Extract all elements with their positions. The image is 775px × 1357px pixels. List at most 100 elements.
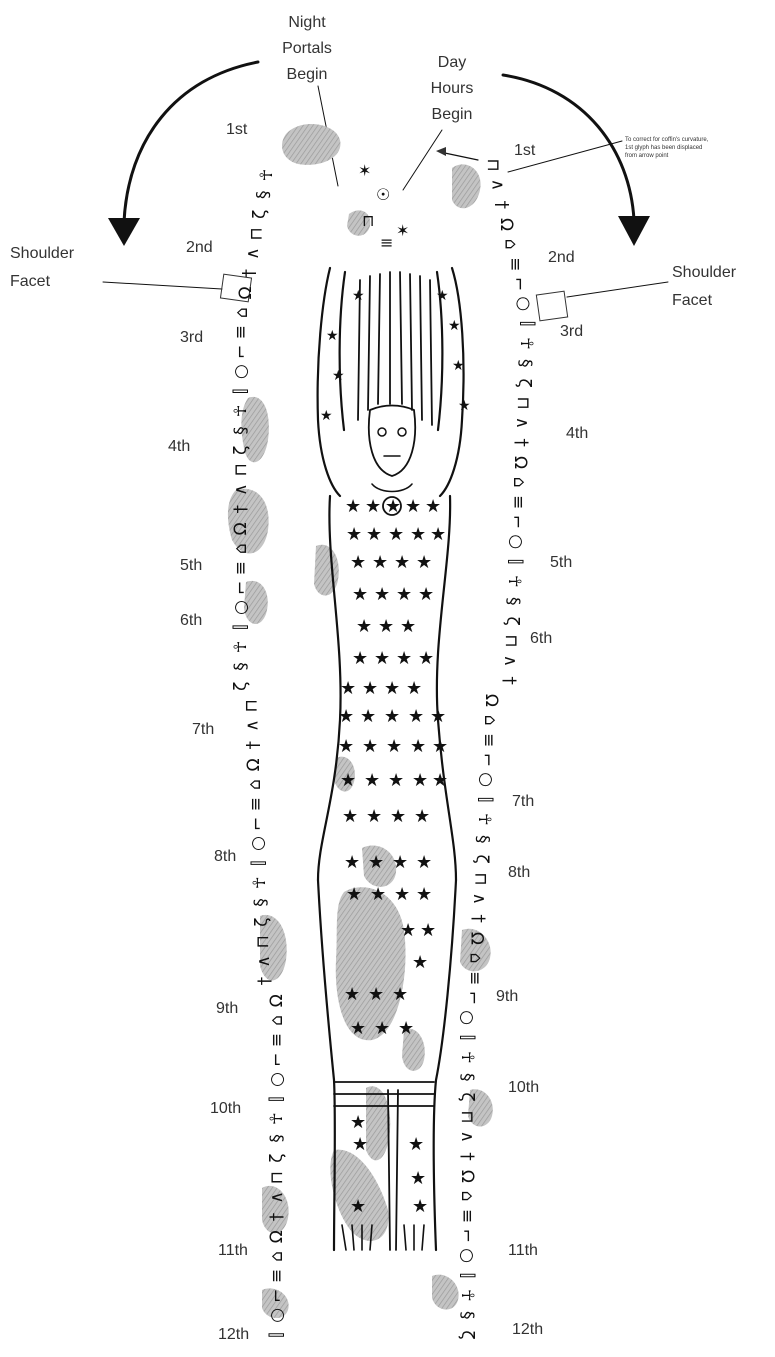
hieroglyph-mark: ○ (476, 772, 496, 787)
star-icon: ★ (346, 524, 362, 545)
hieroglyph-mark: ⫿ (505, 559, 525, 564)
star-icon: ★ (448, 318, 461, 334)
hieroglyph-mark: ✶ (358, 161, 371, 180)
left-hour-9: 9th (216, 1000, 238, 1017)
star-icon: ★ (396, 648, 412, 669)
left-hour-8: 8th (214, 848, 236, 865)
star-icon: ★ (420, 920, 436, 941)
hieroglyph-mark: ∧ (457, 1130, 477, 1142)
hieroglyph-mark: ○ (267, 1308, 287, 1323)
star-icon: ★ (352, 648, 368, 669)
star-icon: ★ (362, 736, 378, 757)
hieroglyph-mark: † (243, 740, 263, 749)
hieroglyph-mark: ∧ (254, 955, 274, 967)
star-icon: ★ (388, 524, 404, 545)
hieroglyph-mark: ∧ (242, 719, 262, 731)
hieroglyph-mark: Ω (231, 522, 251, 535)
right-hour-1: 1st (514, 142, 536, 159)
star-icon: ★ (416, 552, 432, 573)
star-icon: ★ (362, 678, 378, 699)
day-hours-label: Day Hours Begin (431, 54, 474, 123)
hieroglyph-mark: ⊓ (457, 1110, 477, 1123)
star-icon: ★ (436, 288, 449, 304)
hieroglyph-mark: ⌐ (477, 753, 497, 767)
hieroglyph-mark: ⌂ (231, 543, 251, 554)
face-outline (369, 406, 415, 477)
star-icon: ★ (418, 584, 434, 605)
hieroglyph-mark: † (511, 438, 531, 447)
hieroglyph-mark: Ω (267, 1230, 287, 1243)
hieroglyph-mark: ⊓ (246, 227, 266, 240)
star-icon: ★ (370, 884, 386, 905)
star-icon: ★ (384, 678, 400, 699)
left-hour-6: 6th (180, 612, 202, 629)
star-icon: ★ (374, 648, 390, 669)
left-hour-4: 4th (168, 438, 190, 455)
night-direction-arrow (124, 62, 258, 222)
star-icon: ★ (400, 920, 416, 941)
hieroglyph-mark: ζ (252, 917, 272, 926)
hieroglyph-mark: § (254, 190, 274, 199)
night-arrowhead-icon (108, 218, 140, 246)
shoulder-facet-right-line-2: Facet (672, 292, 713, 309)
hieroglyph-mark: ζ (250, 210, 270, 219)
star-icon: ★ (352, 288, 365, 304)
star-icon: ★ (338, 706, 354, 727)
hieroglyph-mark: ⌂ (232, 307, 252, 318)
shoulder-facet-left-label: Shoulder Facet (10, 245, 75, 290)
hieroglyph-mark: ⌂ (501, 239, 521, 250)
star-icon: ★ (366, 524, 382, 545)
right-hour-7: 7th (512, 793, 534, 810)
hieroglyph-mark: ≡ (267, 1269, 287, 1283)
star-icon: ★ (366, 806, 382, 827)
hieroglyph-mark: § (515, 359, 535, 368)
star-icon: ★ (364, 770, 380, 791)
hieroglyph-mark: ⫿ (517, 321, 537, 326)
note-line-3: from arrow point (625, 153, 669, 159)
star-icon: ★ (350, 1112, 366, 1133)
star-icon: ★ (412, 952, 428, 973)
hieroglyph-mark: § (503, 597, 523, 606)
hieroglyph-mark: ☉ (376, 185, 390, 204)
left-hour-1: 1st (226, 121, 248, 138)
right-hour-8: 8th (508, 864, 530, 881)
curvature-note: To correct for coffin's curvature, 1st g… (625, 137, 709, 159)
star-icon: ★ (365, 496, 381, 517)
night-portals-line-3: Begin (287, 66, 328, 83)
right-hour-12: 12th (512, 1321, 543, 1338)
hieroglyph-mark: § (457, 1311, 477, 1320)
star-icon: ★ (410, 736, 426, 757)
note-line-1: To correct for coffin's curvature, (625, 137, 709, 143)
left-hour-12: 12th (218, 1326, 249, 1343)
hieroglyph-mark: ∧ (512, 417, 532, 429)
hieroglyph-mark: ∧ (243, 247, 263, 259)
star-icon: ★ (384, 706, 400, 727)
day-hours-line-2: Hours (431, 80, 474, 97)
star-icon: ★ (385, 496, 401, 517)
hieroglyph-mark: ○ (248, 836, 268, 851)
hieroglyph-mark: ⌐ (507, 515, 527, 529)
star-icon: ★ (360, 706, 376, 727)
star-icon: ★ (396, 584, 412, 605)
hieroglyph-mark: † (468, 914, 488, 923)
star-icon: ★ (386, 736, 402, 757)
star-icon: ★ (342, 806, 358, 827)
hieroglyph-mark: ⊓ (267, 1171, 287, 1184)
hieroglyph-mark: ⌂ (466, 953, 486, 964)
star-icon: ★ (350, 1196, 366, 1217)
hieroglyph-mark: Ω (267, 994, 287, 1007)
hieroglyph-mark: † (231, 504, 251, 513)
hieroglyph-mark: ⌐ (247, 817, 267, 831)
hieroglyph-mark: ∧ (231, 483, 251, 495)
hieroglyph-mark: ≡ (246, 797, 266, 811)
star-icon: ★ (416, 852, 432, 873)
hieroglyph-mark: § (231, 426, 251, 435)
right-hour-9: 9th (496, 988, 518, 1005)
day-hours-pointer (403, 130, 442, 190)
hieroglyph-mark: ζ (231, 682, 251, 691)
right-hour-5: 5th (550, 554, 572, 571)
star-icon: ★ (352, 1134, 368, 1155)
right-hour-11: 11th (508, 1242, 538, 1259)
day-hours-line-1: Day (438, 54, 466, 71)
